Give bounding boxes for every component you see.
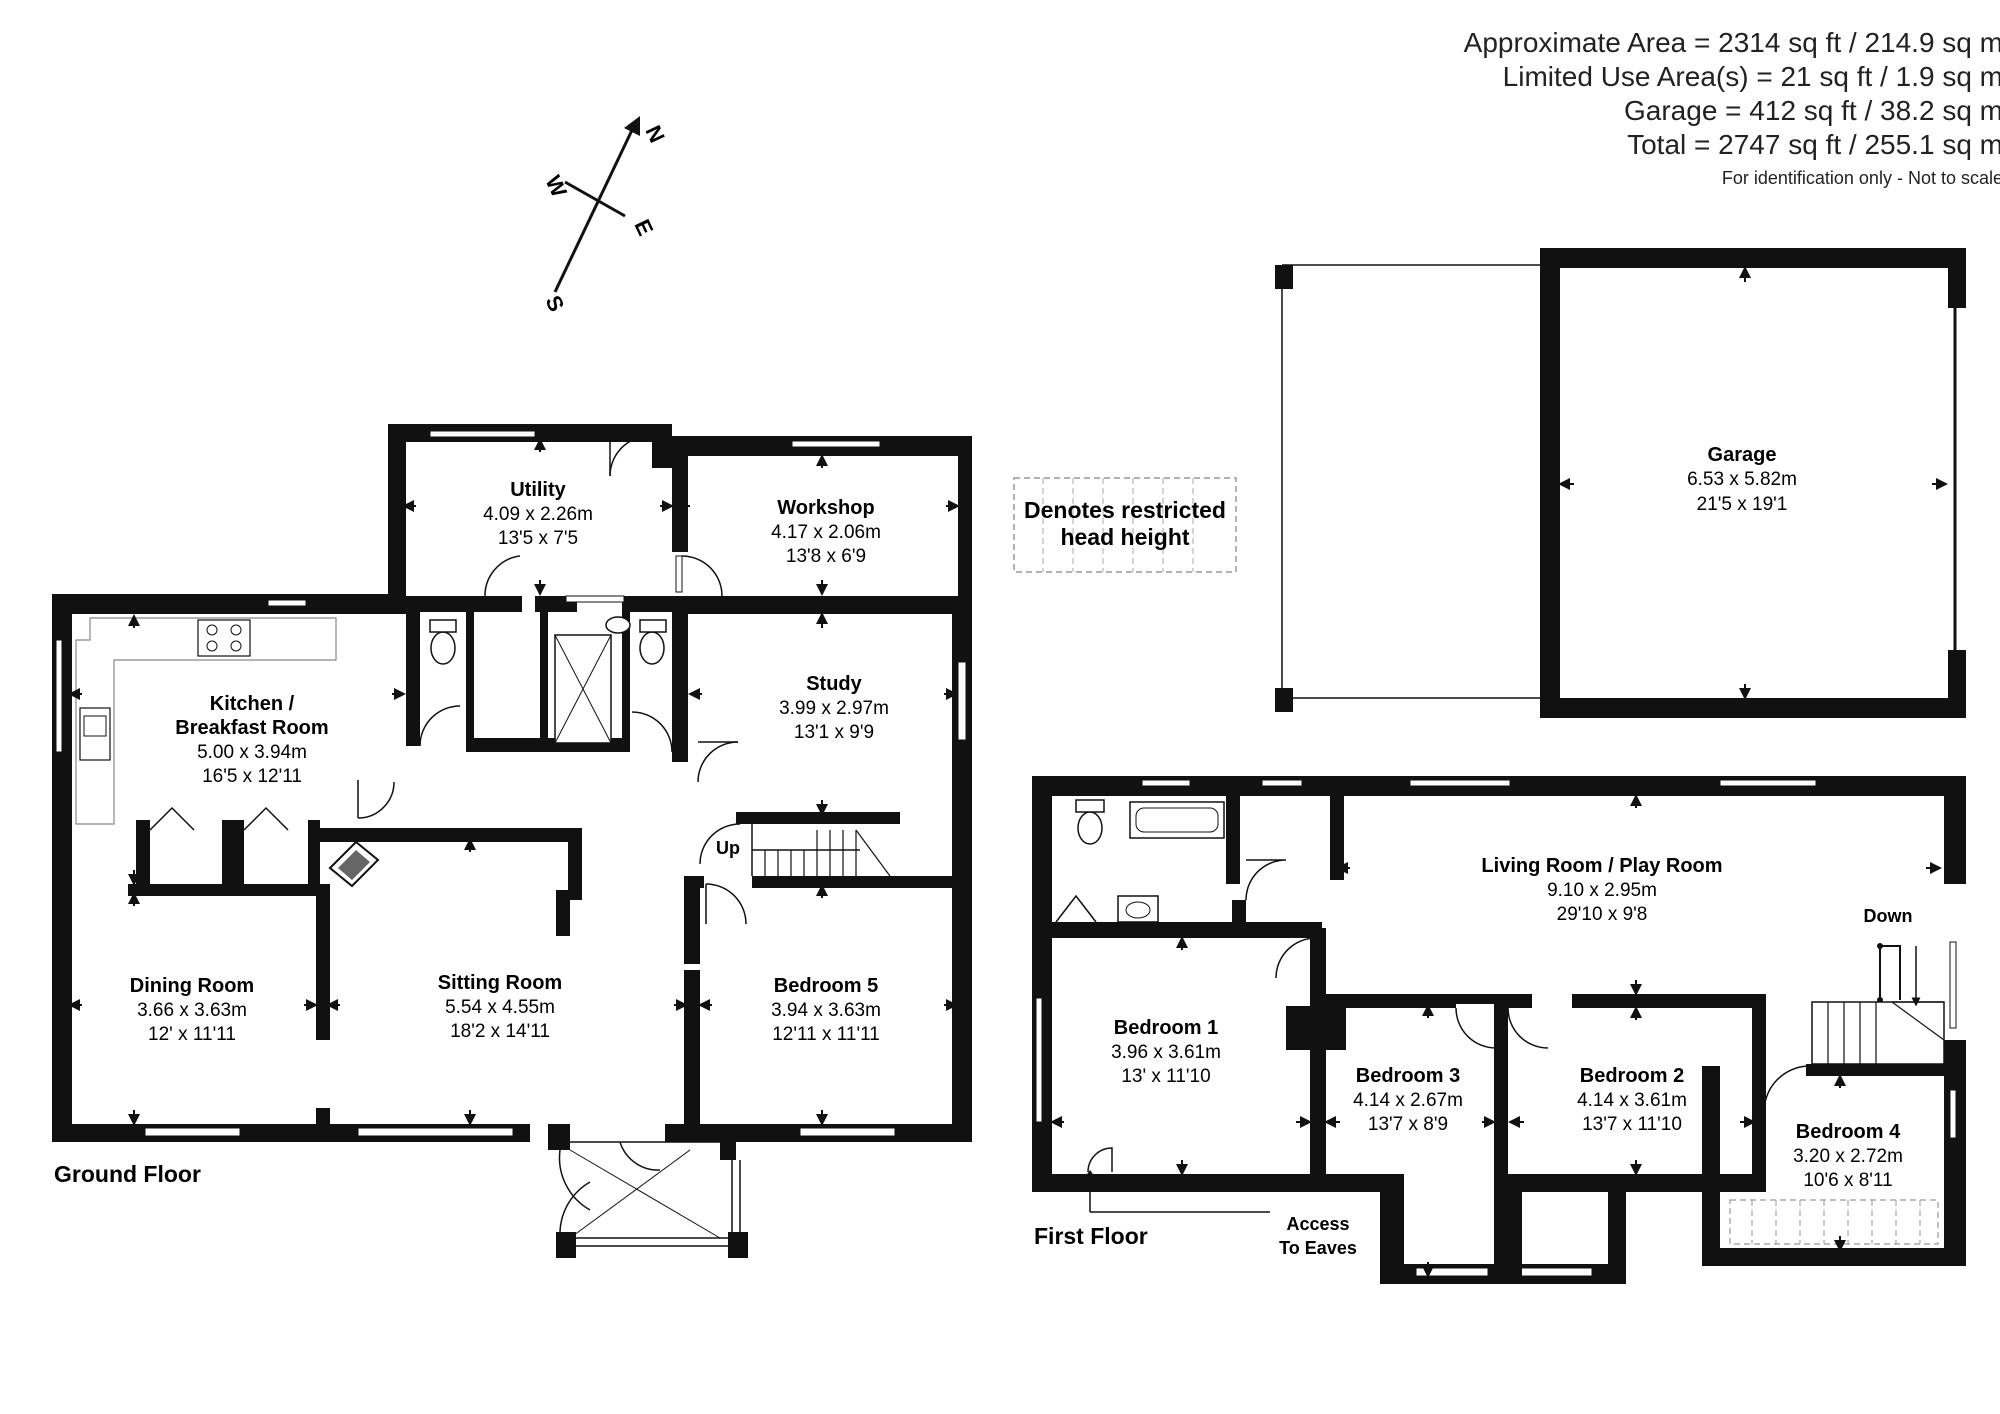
- room-living-play: Living Room / Play Room 9.10 x 2.95m 29'…: [1481, 855, 1722, 925]
- utility-metric: 4.09 x 2.26m: [483, 504, 593, 525]
- room-bedroom-4: Bedroom 4 3.20 x 2.72m 10'6 x 8'11: [1793, 1121, 1903, 1191]
- limited-use-area: Limited Use Area(s) = 21 sq ft / 1.9 sq …: [1502, 61, 2000, 92]
- kitchen-name-2: Breakfast Room: [175, 717, 328, 739]
- kitchen-imperial: 16'5 x 12'11: [202, 766, 302, 787]
- room-bedroom-3: Bedroom 3 4.14 x 2.67m 13'7 x 8'9: [1353, 1065, 1463, 1135]
- bedroom1-name: Bedroom 1: [1114, 1017, 1218, 1039]
- study-metric: 3.99 x 2.97m: [779, 698, 889, 719]
- garage-name: Garage: [1708, 444, 1777, 466]
- approximate-area: Approximate Area = 2314 sq ft / 214.9 sq…: [1463, 27, 2000, 58]
- living-imperial: 29'10 x 9'8: [1557, 904, 1648, 925]
- dining-imperial: 12' x 11'11: [148, 1024, 236, 1045]
- stairs-down-label: Down: [1864, 906, 1913, 926]
- room-bedroom-2: Bedroom 2 4.14 x 3.61m 13'7 x 11'10: [1577, 1065, 1687, 1135]
- sitting-metric: 5.54 x 4.55m: [445, 997, 555, 1018]
- living-metric: 9.10 x 2.95m: [1547, 880, 1657, 901]
- ground-floor: Utility 4.09 x 2.26m 13'5 x 7'5 Workshop…: [52, 424, 972, 1258]
- eaves-label-1: Access: [1286, 1214, 1349, 1234]
- sitting-imperial: 18'2 x 14'11: [450, 1021, 550, 1042]
- kitchen-metric: 5.00 x 3.94m: [197, 742, 307, 763]
- compass: N E S W: [540, 116, 670, 316]
- bedroom1-imperial: 13' x 11'10: [1121, 1066, 1210, 1087]
- garage-metric: 6.53 x 5.82m: [1687, 469, 1797, 490]
- scale-note: For identification only - Not to scale: [1721, 168, 2000, 188]
- compass-s: S: [540, 292, 569, 316]
- bedroom5-name: Bedroom 5: [774, 975, 878, 997]
- garage-area: Garage = 412 sq ft / 38.2 sq m: [1624, 95, 2000, 126]
- sitting-name: Sitting Room: [438, 972, 562, 994]
- utility-name: Utility: [510, 479, 566, 501]
- garage: Garage 6.53 x 5.82m 21'5 x 19'1: [1275, 248, 1966, 718]
- workshop-name: Workshop: [777, 497, 874, 519]
- bedroom5-metric: 3.94 x 3.63m: [771, 1000, 881, 1021]
- bedroom4-metric: 3.20 x 2.72m: [1793, 1146, 1903, 1167]
- study-name: Study: [806, 673, 862, 695]
- bedroom3-imperial: 13'7 x 8'9: [1368, 1114, 1448, 1135]
- bedroom3-name: Bedroom 3: [1356, 1065, 1460, 1087]
- compass-w: W: [540, 172, 572, 202]
- workshop-metric: 4.17 x 2.06m: [771, 522, 881, 543]
- stairs-up-label: Up: [716, 838, 740, 858]
- legend-line-2: head height: [1060, 524, 1189, 550]
- workshop-imperial: 13'8 x 6'9: [786, 546, 866, 567]
- bedroom2-imperial: 13'7 x 11'10: [1582, 1114, 1682, 1135]
- room-workshop: Workshop 4.17 x 2.06m 13'8 x 6'9: [771, 497, 881, 567]
- dining-metric: 3.66 x 3.63m: [137, 1000, 247, 1021]
- legend-line-1: Denotes restricted: [1024, 497, 1226, 523]
- room-utility: Utility 4.09 x 2.26m 13'5 x 7'5: [483, 479, 593, 549]
- bedroom2-name: Bedroom 2: [1580, 1065, 1684, 1087]
- compass-n: N: [640, 122, 669, 147]
- room-dining: Dining Room 3.66 x 3.63m 12' x 11'11: [130, 975, 254, 1045]
- kitchen-name: Kitchen /: [210, 693, 295, 715]
- room-sitting: Sitting Room 5.54 x 4.55m 18'2 x 14'11: [438, 972, 562, 1042]
- bedroom4-imperial: 10'6 x 8'11: [1803, 1170, 1892, 1191]
- bedroom2-metric: 4.14 x 3.61m: [1577, 1090, 1687, 1111]
- garage-imperial: 21'5 x 19'1: [1697, 494, 1788, 515]
- first-floor-label: First Floor: [1034, 1223, 1148, 1249]
- ground-floor-label: Ground Floor: [54, 1161, 201, 1187]
- bedroom4-name: Bedroom 4: [1796, 1121, 1901, 1143]
- restricted-height-legend: Denotes restricted head height: [1013, 477, 1237, 573]
- room-bedroom-5: Bedroom 5 3.94 x 3.63m 12'11 x 11'11: [771, 975, 881, 1045]
- eaves-label-2: To Eaves: [1279, 1238, 1357, 1258]
- dining-name: Dining Room: [130, 975, 254, 997]
- bedroom3-metric: 4.14 x 2.67m: [1353, 1090, 1463, 1111]
- area-summary: Approximate Area = 2314 sq ft / 214.9 sq…: [1203, 26, 2000, 194]
- room-kitchen: Kitchen / Breakfast Room 5.00 x 3.94m 16…: [175, 693, 328, 787]
- bedroom1-metric: 3.96 x 3.61m: [1111, 1042, 1221, 1063]
- bedroom5-imperial: 12'11 x 11'11: [772, 1024, 880, 1045]
- study-imperial: 13'1 x 9'9: [794, 722, 874, 743]
- compass-e: E: [629, 216, 658, 240]
- room-study: Study 3.99 x 2.97m 13'1 x 9'9: [779, 673, 889, 743]
- first-floor: Living Room / Play Room 9.10 x 2.95m 29'…: [1032, 776, 1966, 1284]
- total-area: Total = 2747 sq ft / 255.1 sq m: [1627, 129, 2000, 160]
- living-name: Living Room / Play Room: [1481, 855, 1722, 877]
- utility-imperial: 13'5 x 7'5: [498, 528, 578, 549]
- room-bedroom-1: Bedroom 1 3.96 x 3.61m 13' x 11'10: [1111, 1017, 1221, 1087]
